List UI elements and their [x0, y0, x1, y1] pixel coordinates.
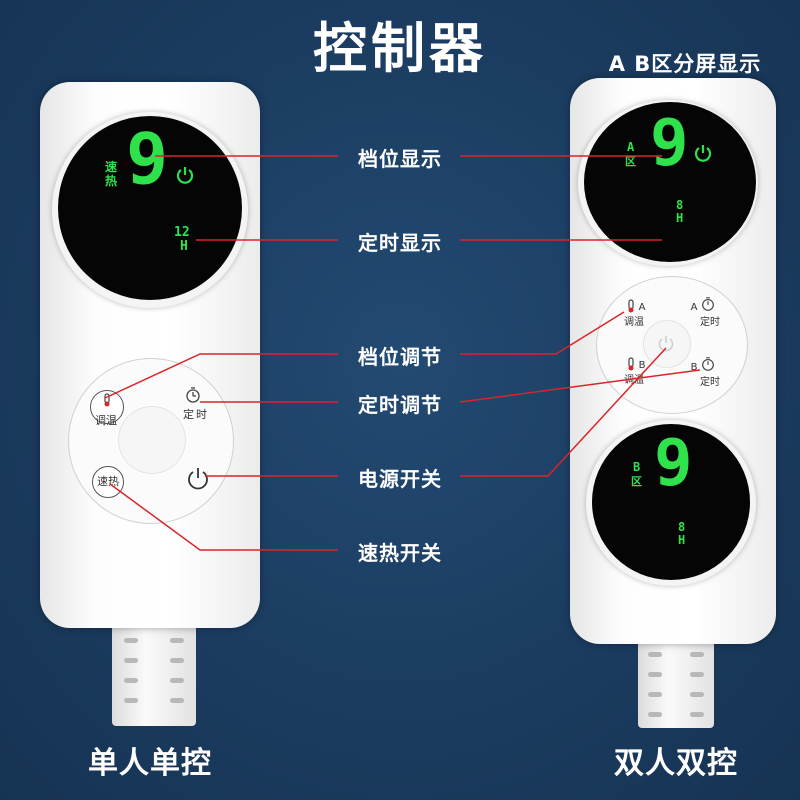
zone-a-gear-digit: 9 — [650, 107, 689, 181]
single-temp-button[interactable] — [90, 390, 124, 424]
page-title: 控制器 — [313, 17, 487, 80]
callout-gear-adjust: 档位调节 — [358, 345, 442, 369]
single-display — [58, 116, 242, 300]
zone-a-temp-button[interactable]: 调温 — [624, 317, 644, 328]
zone-b-gear-digit: 9 — [654, 427, 693, 501]
power-icon — [176, 166, 194, 188]
single-label: 单人单控 — [88, 746, 212, 781]
callout-gear-display: 档位显示 — [358, 147, 442, 171]
single-mode-char-1: 速热 — [104, 160, 117, 188]
zone-a-timer-number: 8 — [676, 198, 684, 212]
zone-a-temp-icon — [626, 298, 636, 317]
dual-label: 双人双控 — [614, 746, 738, 781]
callout-timer-display: 定时显示 — [358, 231, 442, 255]
zone-a-temp-prefix: A — [638, 302, 646, 313]
dual-cable — [638, 636, 714, 728]
zone-a-letter: A — [627, 140, 635, 154]
single-quick-heat-button[interactable]: 速热 — [92, 466, 124, 498]
callout-power-switch: 电源开关 — [358, 467, 442, 491]
zone-a-timer-unit: H — [676, 211, 684, 225]
single-gear-digit: 9 — [126, 118, 169, 200]
zone-a-char: 区 — [625, 155, 636, 168]
zone-a-timer-prefix: A — [690, 302, 698, 313]
zone-a-timer-button[interactable]: 定时 — [700, 317, 720, 328]
single-timer-number: 12 — [174, 225, 190, 240]
single-cable — [112, 620, 196, 726]
zone-b-timer-button[interactable]: 定时 — [700, 377, 720, 388]
zone-b-timer-unit: H — [678, 533, 686, 547]
dual-power-button[interactable] — [643, 320, 691, 368]
single-timer-button[interactable]: 定时 — [183, 408, 209, 421]
zone-b-display — [592, 424, 750, 580]
callout-timer-adjust: 定时调节 — [358, 393, 442, 417]
zone-a-display — [584, 102, 756, 262]
single-center-button[interactable] — [118, 406, 186, 474]
zone-b-letter: B — [633, 460, 641, 474]
callout-quick-heat-switch: 速热开关 — [358, 541, 442, 565]
single-timer-icon — [184, 386, 202, 408]
zone-b-timer-icon — [700, 356, 716, 376]
zone-b-timer-prefix: B — [690, 362, 698, 373]
zone-a-power-icon — [694, 144, 712, 166]
zone-b-timer-number: 8 — [678, 520, 686, 534]
single-temp-label: 调温 — [95, 414, 117, 427]
zone-b-temp-prefix: B — [638, 360, 646, 371]
dual-subtitle: A B区分屏显示 — [608, 52, 762, 76]
zone-a-timer-icon — [700, 296, 716, 316]
zone-b-char: 区 — [631, 475, 642, 488]
single-timer-unit: H — [180, 239, 188, 254]
dual-power-icon — [656, 333, 676, 357]
zone-b-temp-icon — [626, 356, 636, 375]
zone-b-temp-button[interactable]: 调温 — [624, 375, 644, 386]
single-power-button[interactable] — [184, 464, 212, 496]
